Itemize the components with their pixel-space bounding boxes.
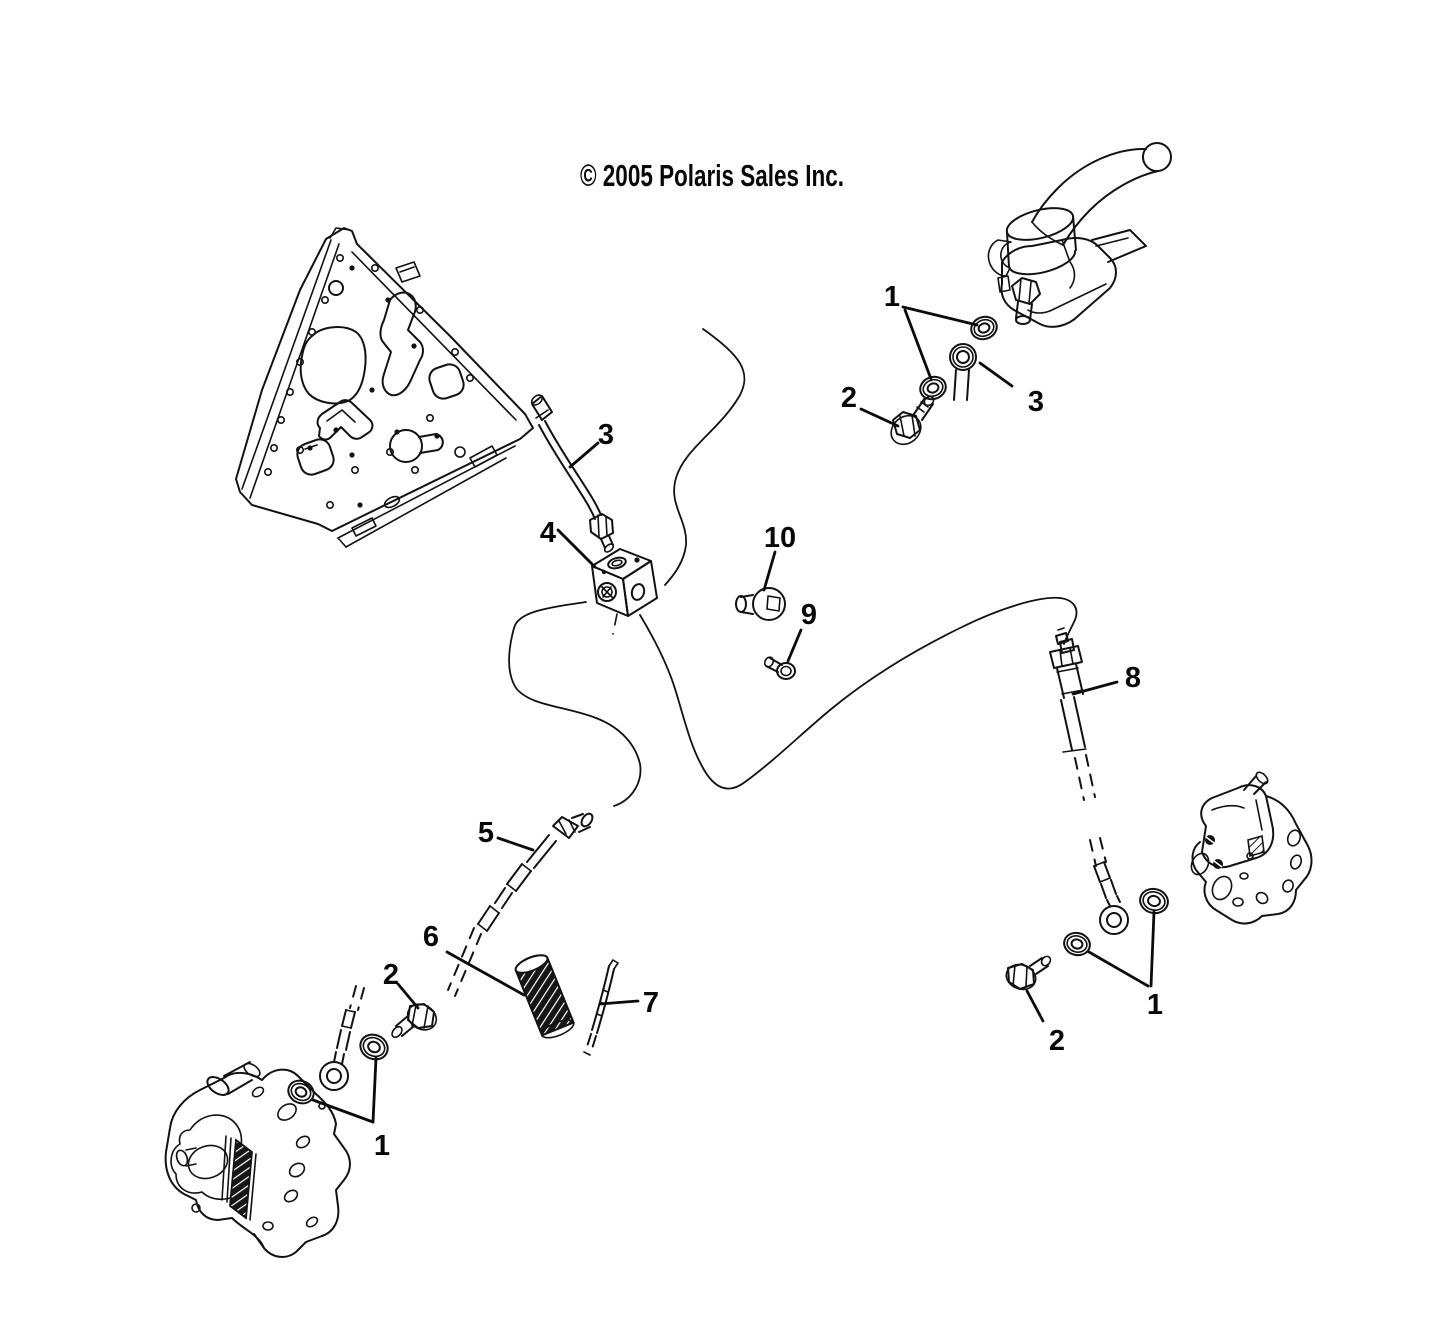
callout-label: 3 (598, 419, 614, 451)
left-caliper-hose-end (319, 985, 365, 1091)
screw-9 (763, 656, 796, 680)
panel-fasteners (307, 265, 440, 508)
left-brake-caliper (164, 1061, 351, 1258)
brake-pads (229, 1138, 253, 1220)
callout-7-pin: 7 (598, 987, 659, 1019)
callout-label: 4 (540, 517, 556, 549)
callout-label: 10 (764, 522, 796, 554)
master-cylinder-assembly (987, 142, 1172, 328)
route-junction-to-right-hose (639, 596, 1078, 790)
washer-left-caliper-inner (359, 1033, 389, 1061)
panel-slot (316, 399, 374, 441)
panel-cutout-large (299, 326, 367, 405)
spring-6 (514, 954, 575, 1039)
banjo-bolt-master-cylinder (890, 395, 935, 446)
hose-nut (552, 816, 579, 839)
callout-9-screw: 9 (786, 599, 817, 663)
callout-4-junction-block: 4 (540, 517, 597, 569)
panel-rivet-holes (263, 254, 474, 509)
callout-3-master-cylinder: 3 (978, 361, 1044, 418)
callouts: 1 2 3 3 4 10 9 8 (311, 281, 1163, 1162)
callout-label: 1 (1147, 989, 1163, 1021)
callout-2-master-cylinder: 2 (841, 382, 900, 428)
callout-label: 1 (374, 1130, 390, 1162)
callout-1-left-caliper: 1 (311, 1056, 390, 1162)
left-brake-hose (447, 812, 594, 997)
brake-lever-ball (1142, 142, 1172, 172)
banjo-bolt-right-caliper (1005, 955, 1052, 991)
callout-label: 6 (423, 921, 439, 953)
callout-8-right-hose: 8 (1071, 662, 1141, 696)
washer-right-caliper-outer (1063, 931, 1091, 957)
callout-label: 2 (841, 382, 857, 414)
callout-3-brake-line: 3 (568, 419, 614, 469)
upper-brake-line (530, 394, 615, 553)
callout-label: 8 (1125, 662, 1141, 694)
caliper-hatch-detail (1247, 834, 1265, 858)
line-flare-nut (589, 513, 614, 540)
washer-right-caliper-inner (1139, 887, 1169, 915)
master-cylinder-hose-fitting (949, 343, 977, 401)
outlet-fitting-10 (735, 587, 786, 621)
right-brake-hose (1049, 627, 1107, 867)
callout-label: 7 (643, 987, 659, 1019)
callout-label: 5 (478, 817, 494, 849)
banjo-eyelet (949, 343, 977, 371)
callout-6-spring: 6 (423, 921, 526, 997)
callout-1-right-caliper: 1 (1087, 910, 1163, 1021)
callout-2-left-caliper: 2 (383, 959, 420, 1010)
washer-left-caliper-outer (287, 1079, 315, 1105)
callout-label: 2 (1049, 1025, 1065, 1057)
route-master-to-junction (664, 328, 746, 586)
pin-7 (583, 959, 619, 1056)
callout-2-right-caliper: 2 (1025, 989, 1065, 1057)
callout-1-master-cylinder: 1 (884, 281, 979, 381)
bulkhead-panel (235, 227, 534, 548)
outlet-port (1011, 277, 1041, 305)
callout-10-fitting: 10 (762, 522, 796, 592)
junction-block (591, 548, 658, 635)
right-brake-caliper (1190, 771, 1313, 925)
callout-label: 9 (801, 599, 817, 631)
hose-routing-lines (508, 328, 1078, 807)
right-caliper-hose-end (1093, 861, 1129, 935)
banjo-bolt-left-caliper (391, 1003, 438, 1039)
callout-label: 2 (383, 959, 399, 991)
callout-label: 1 (884, 281, 900, 313)
washer-master-cylinder-upper (970, 315, 998, 341)
master-cylinder-body (1000, 237, 1117, 328)
copyright-text: © 2005 Polaris Sales Inc. (580, 158, 844, 193)
panel-cutout-irregular (379, 291, 424, 397)
banjo-eyelet (319, 1061, 349, 1091)
banjo-eyelet (1099, 905, 1129, 935)
callout-label: 3 (1028, 386, 1044, 418)
route-junction-loop-left (508, 601, 642, 807)
callout-5-left-hose: 5 (478, 817, 535, 852)
